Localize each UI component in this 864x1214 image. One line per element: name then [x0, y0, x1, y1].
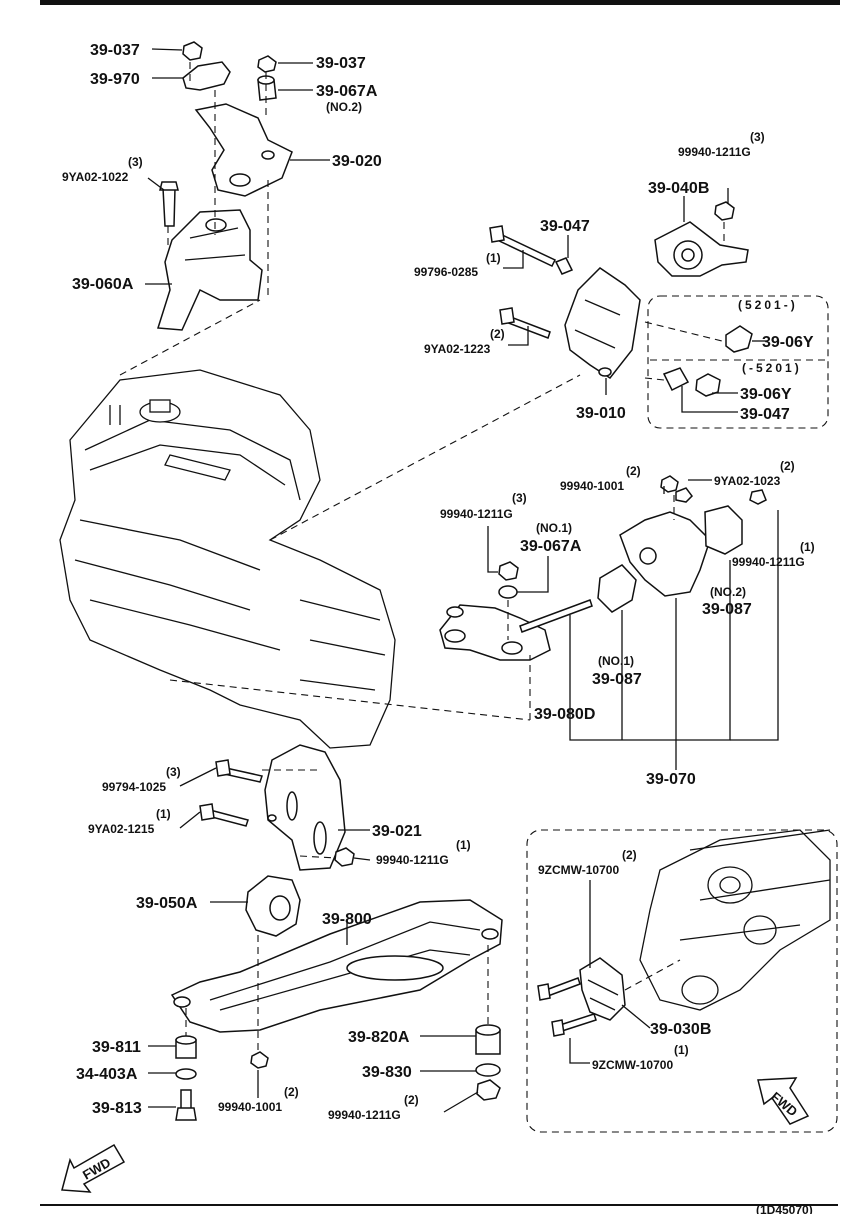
- diagram-reference: (1D45070): [756, 1203, 813, 1214]
- label-39-070: 39-070: [646, 771, 696, 788]
- fwd-arrow-bottom-left: FWD: [61, 1143, 126, 1193]
- qty-99940-1211g-right: (1): [800, 540, 815, 554]
- qty-99940-1001-mid: (2): [626, 464, 641, 478]
- qty-9ya02-1023: (2): [780, 459, 795, 473]
- label-39-040b: 39-040B: [648, 180, 709, 197]
- label-99940-1001-lower: 99940-1001: [218, 1100, 282, 1114]
- label-39-06y-bottom: 39-06Y: [740, 386, 792, 403]
- label-39-010: 39-010: [576, 405, 626, 422]
- top-right-mount-group: [269, 201, 829, 541]
- qty-9zcmw-10700-top: (2): [622, 848, 637, 862]
- label-39-047-top: 39-047: [540, 218, 590, 235]
- qty-9ya02-1022: (3): [128, 155, 143, 169]
- qty-9ya02-1215: (1): [156, 807, 171, 821]
- label-99940-1211g-top: 99940-1211G: [678, 145, 751, 159]
- label-5201-before: (-5201): [742, 361, 802, 375]
- label-99940-1001-mid: 99940-1001: [560, 479, 624, 493]
- label-39-970: 39-970: [90, 71, 140, 88]
- label-no1-087: (NO.1): [598, 654, 634, 668]
- label-39-050a: 39-050A: [136, 895, 198, 912]
- label-99940-1211g-mid: 99940-1211G: [440, 507, 513, 521]
- qty-99796-0285: (1): [486, 251, 501, 265]
- label-99794-1025: 99794-1025: [102, 780, 166, 794]
- label-no2-087: (NO.2): [710, 585, 746, 599]
- label-39-021: 39-021: [372, 823, 422, 840]
- top-left-mount-group: [119, 41, 293, 376]
- label-9ya02-1215: 9YA02-1215: [88, 822, 155, 836]
- label-39-820a: 39-820A: [348, 1029, 410, 1046]
- transmission-mount-group: [169, 475, 779, 770]
- label-no2-top: (NO.2): [326, 100, 362, 114]
- label-39-813: 39-813: [92, 1100, 142, 1117]
- label-39-830: 39-830: [362, 1064, 412, 1081]
- label-39-020: 39-020: [332, 153, 382, 170]
- label-99940-1211g-lower: 99940-1211G: [376, 853, 449, 867]
- qty-99940-1001-lower: (2): [284, 1085, 299, 1099]
- qty-9ya02-1223: (2): [490, 327, 505, 341]
- label-39-087-no2: 39-087: [702, 601, 752, 618]
- label-34-403a: 34-403A: [76, 1066, 138, 1083]
- top-border: [40, 0, 840, 5]
- qty-99940-1211g-top: (3): [750, 130, 765, 144]
- label-99796-0285: 99796-0285: [414, 265, 478, 279]
- label-9ya02-1023: 9YA02-1023: [714, 474, 781, 488]
- label-39-030b: 39-030B: [650, 1021, 711, 1038]
- label-39-06y-top: 39-06Y: [762, 334, 814, 351]
- qty-99794-1025: (3): [166, 765, 181, 779]
- label-no1-mid: (NO.1): [536, 521, 572, 535]
- label-39-037-right: 39-037: [316, 55, 366, 72]
- fwd-arrow-inset: FWD: [757, 1077, 810, 1125]
- label-39-811: 39-811: [92, 1039, 141, 1056]
- label-9ya02-1022: 9YA02-1022: [62, 170, 129, 184]
- label-39-037-left: 39-037: [90, 42, 140, 59]
- lower-right-inset: [526, 829, 838, 1133]
- label-39-087-no1: 39-087: [592, 671, 642, 688]
- label-5201-after: (5201-): [738, 298, 798, 312]
- qty-9zcmw-10700-bottom: (1): [674, 1043, 689, 1057]
- leader-lines: [145, 48, 768, 1113]
- label-39-800: 39-800: [322, 911, 372, 928]
- qty-99940-1211g-mid: (3): [512, 491, 527, 505]
- qty-99940-1211g-bottom: (2): [404, 1093, 419, 1107]
- label-39-047-inset: 39-047: [740, 406, 790, 423]
- label-9zcmw-10700-top: 9ZCMW-10700: [538, 863, 619, 877]
- engine-block: [59, 369, 396, 749]
- part-labels: 39-037 39-970 39-037 39-067A (NO.2) 39-0…: [62, 42, 815, 1214]
- label-9ya02-1223: 9YA02-1223: [424, 342, 491, 356]
- label-99940-1211g-bottom: 99940-1211G: [328, 1108, 401, 1122]
- qty-99940-1211g-lower: (1): [456, 838, 471, 852]
- label-9zcmw-10700-bottom: 9ZCMW-10700: [592, 1058, 673, 1072]
- label-39-060a: 39-060A: [72, 276, 134, 293]
- label-39-067a-top: 39-067A: [316, 83, 378, 100]
- lower-mount-group: [170, 744, 503, 1121]
- label-99940-1211g-right: 99940-1211G: [732, 555, 805, 569]
- label-39-067a-mid: 39-067A: [520, 538, 582, 555]
- label-39-080d: 39-080D: [534, 706, 595, 723]
